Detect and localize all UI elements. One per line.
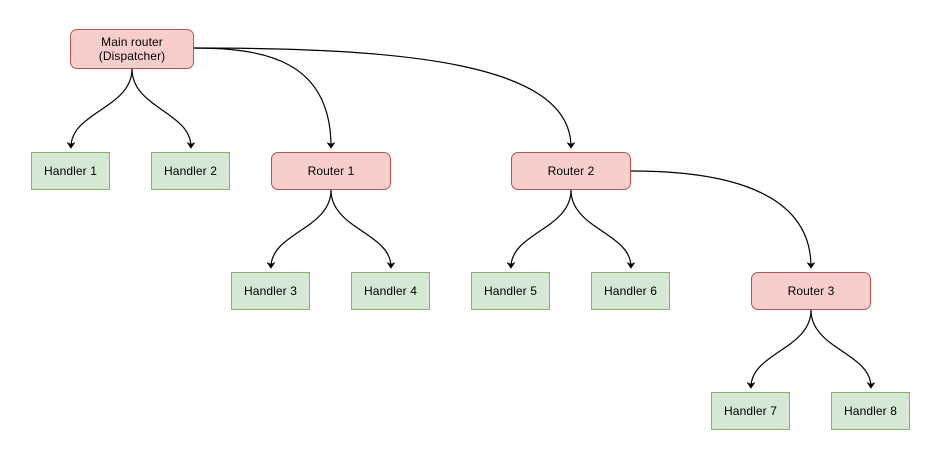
node-main[interactable]: Main router (Dispatcher) xyxy=(70,29,194,69)
node-label-router1: Router 1 xyxy=(307,164,355,178)
node-label-handler7: Handler 7 xyxy=(724,404,777,418)
node-handler3[interactable]: Handler 3 xyxy=(231,272,310,310)
node-router3[interactable]: Router 3 xyxy=(751,272,871,310)
edges-group xyxy=(66,47,876,389)
node-label-router3: Router 3 xyxy=(787,284,835,298)
node-handler4[interactable]: Handler 4 xyxy=(351,272,430,310)
node-router2[interactable]: Router 2 xyxy=(511,152,631,190)
edge-router2-handler6 xyxy=(570,189,636,269)
node-label-router2: Router 2 xyxy=(547,164,595,178)
node-label-handler8: Handler 8 xyxy=(844,404,897,418)
edge-router1-handler4 xyxy=(330,189,396,269)
node-handler1[interactable]: Handler 1 xyxy=(31,152,110,190)
edge-router3-handler7 xyxy=(746,309,812,389)
node-handler2[interactable]: Handler 2 xyxy=(151,152,230,190)
edge-router2-router3 xyxy=(630,170,816,269)
node-handler8[interactable]: Handler 8 xyxy=(831,392,910,430)
node-router1[interactable]: Router 1 xyxy=(271,152,391,190)
node-label-handler3: Handler 3 xyxy=(244,284,297,298)
node-label-handler1: Handler 1 xyxy=(44,164,97,178)
node-handler5[interactable]: Handler 5 xyxy=(471,272,550,310)
edge-router3-handler8 xyxy=(810,309,876,389)
node-handler6[interactable]: Handler 6 xyxy=(591,272,670,310)
node-label-handler2: Handler 2 xyxy=(164,164,217,178)
node-label-main: Main router (Dispatcher) xyxy=(98,35,166,63)
edge-main-handler2 xyxy=(131,68,196,149)
node-label-handler6: Handler 6 xyxy=(604,284,657,298)
edge-main-handler1 xyxy=(66,68,133,149)
node-label-handler4: Handler 4 xyxy=(364,284,417,298)
node-handler7[interactable]: Handler 7 xyxy=(711,392,790,430)
edge-router2-handler5 xyxy=(506,189,572,269)
edge-main-router1 xyxy=(193,47,336,149)
node-label-handler5: Handler 5 xyxy=(484,284,537,298)
edge-main-router2 xyxy=(193,47,576,149)
edge-router1-handler3 xyxy=(266,189,332,269)
